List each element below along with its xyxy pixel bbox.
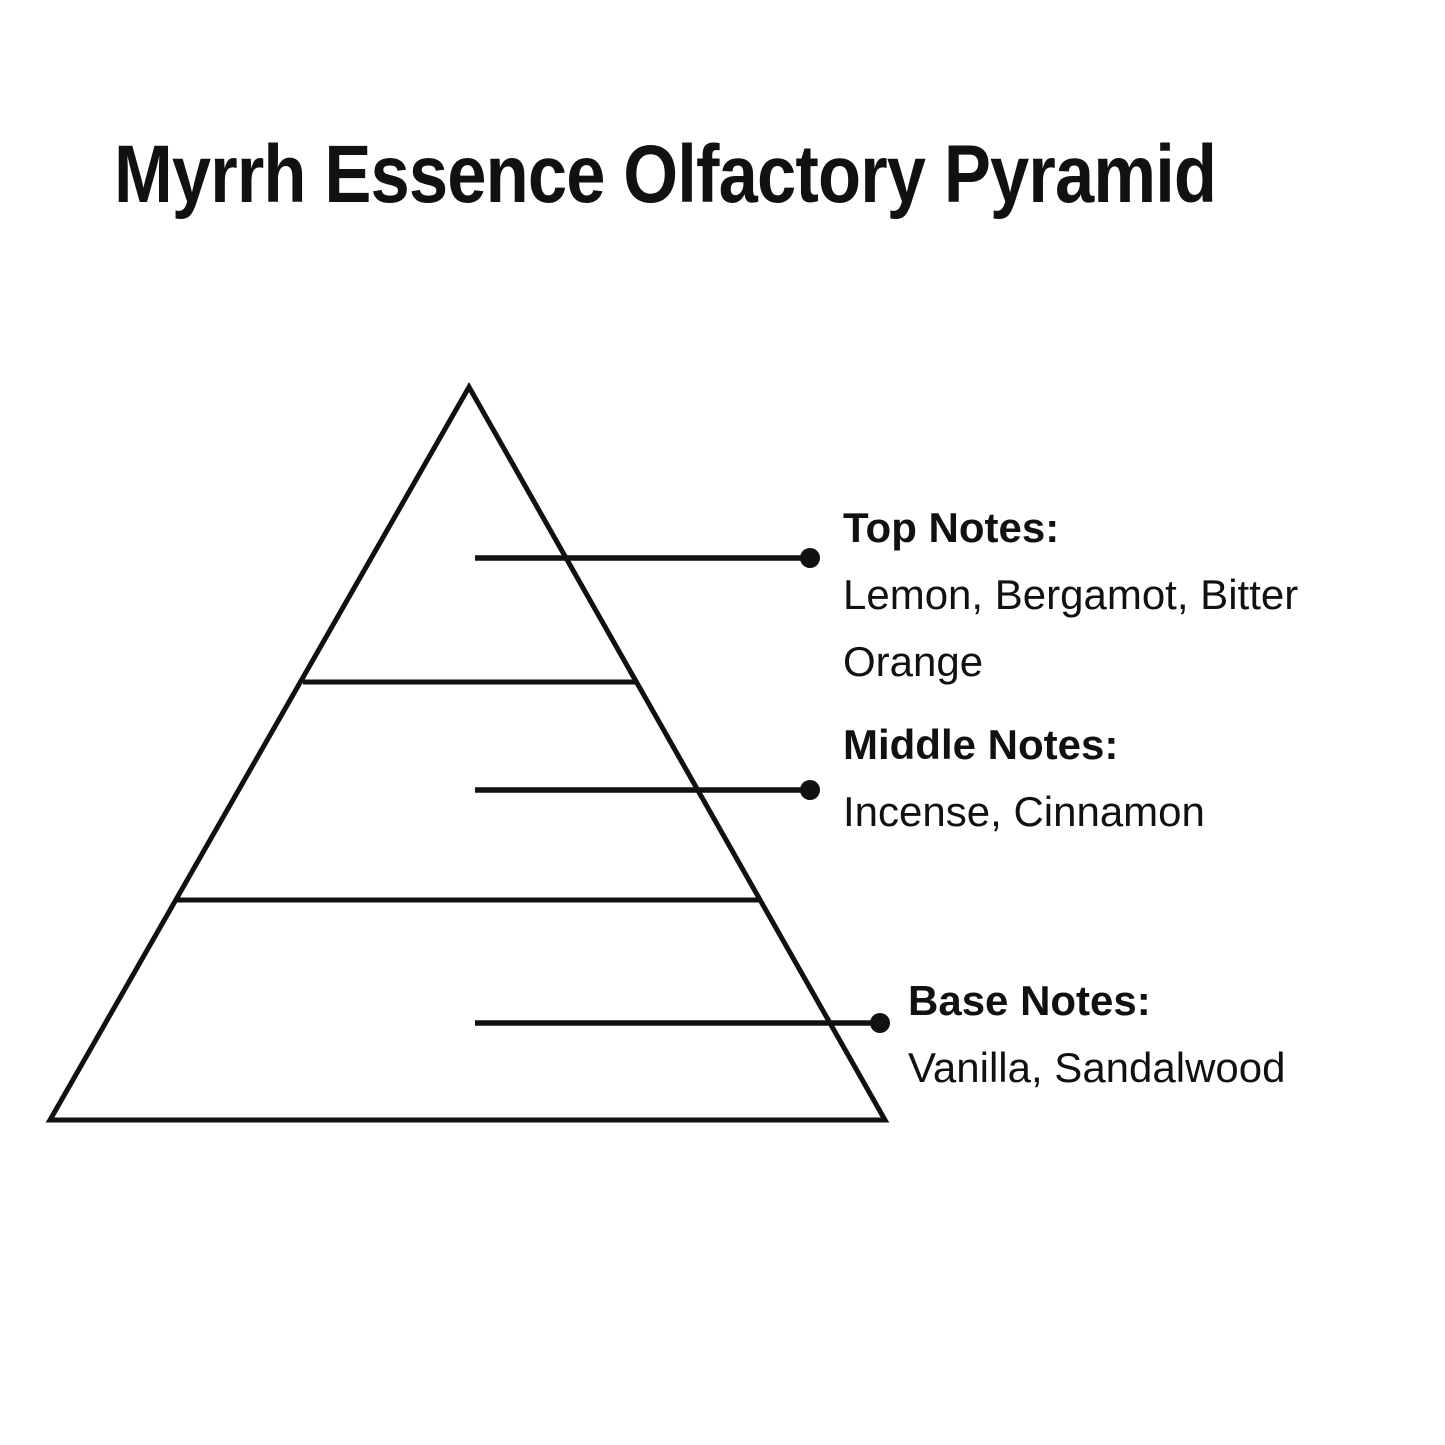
top-notes-block: Top Notes: Lemon, Bergamot, Bitter Orang… [843, 494, 1368, 695]
middle-notes-block: Middle Notes: Incense, Cinnamon [843, 711, 1368, 845]
leader-dot-base [870, 1013, 890, 1033]
base-notes-label: Base Notes: [908, 977, 1151, 1024]
middle-notes-list: Incense, Cinnamon [843, 788, 1205, 835]
top-notes-label: Top Notes: [843, 504, 1060, 551]
page-title: Myrrh Essence Olfactory Pyramid [114, 129, 1217, 220]
leader-dot-middle [800, 780, 820, 800]
top-notes-list: Lemon, Bergamot, Bitter Orange [843, 571, 1299, 685]
leader-dot-top [800, 548, 820, 568]
pyramid-outline-shape [45, 381, 890, 1123]
base-notes-block: Base Notes: Vanilla, Sandalwood [908, 967, 1433, 1101]
middle-notes-label: Middle Notes: [843, 721, 1119, 768]
base-notes-list: Vanilla, Sandalwood [908, 1044, 1286, 1091]
